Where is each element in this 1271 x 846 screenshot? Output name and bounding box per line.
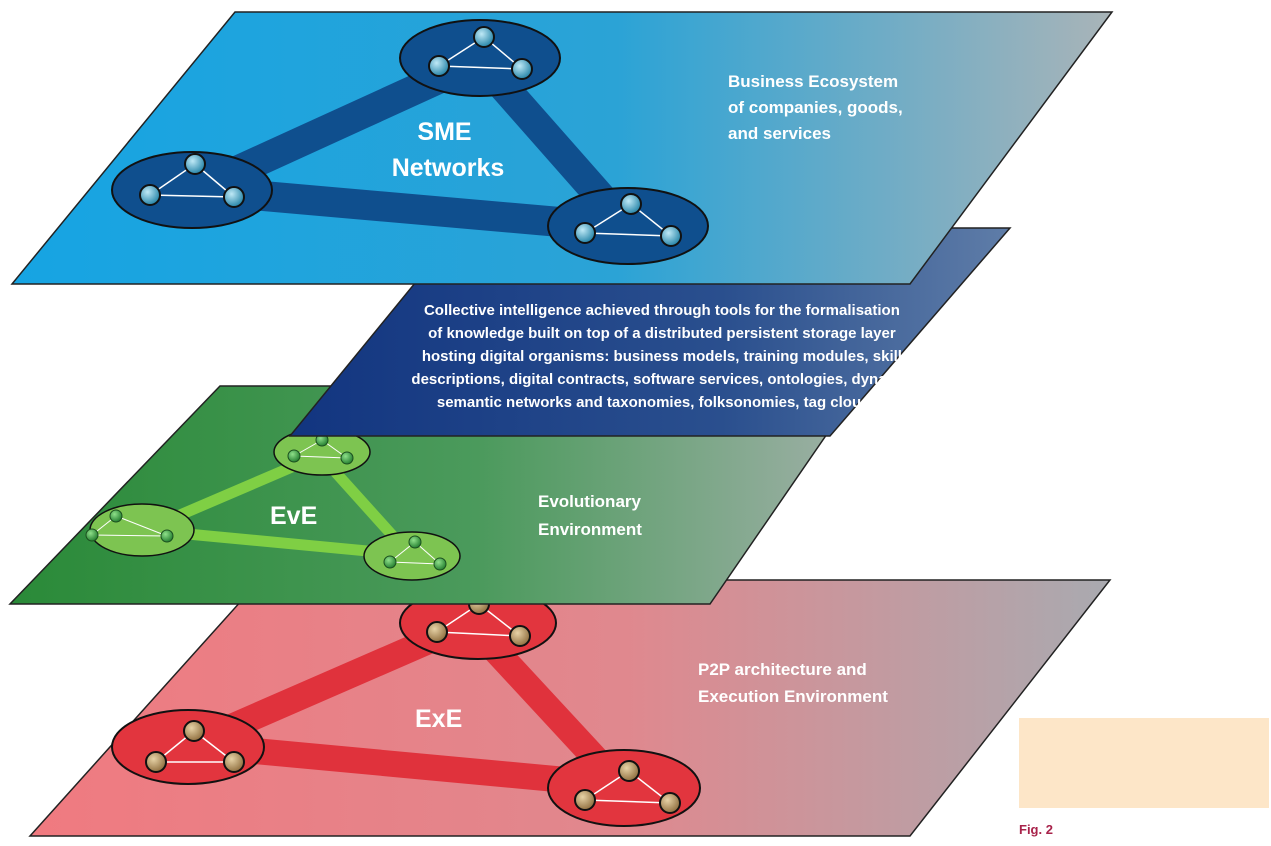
- knowledge-description: Collective intelligence achieved through…: [411, 302, 916, 411]
- evolutionary-cluster: [85, 503, 195, 557]
- evolutionary-cluster: [273, 428, 371, 476]
- execution-plane: [28, 579, 1112, 837]
- execution-side-label: P2P architecture and Execution Environme…: [698, 660, 888, 706]
- caption-box: [1019, 718, 1269, 808]
- evolutionary-layer: EvE Evolutionary Environment: [8, 385, 862, 605]
- evolutionary-network: [85, 428, 461, 581]
- business-cluster: [399, 19, 561, 97]
- business-layer: SME Networks Business Ecosystem of compa…: [10, 11, 1114, 285]
- figure-caption: Fig. 2: [1019, 822, 1053, 837]
- execution-cluster: [111, 709, 265, 785]
- business-cluster: [111, 151, 273, 229]
- business-side-label: Business Ecosystem of companies, goods, …: [728, 72, 907, 143]
- evolutionary-center-label: EvE: [270, 502, 317, 530]
- evolutionary-side-label: Evolutionary Environment: [538, 492, 646, 539]
- execution-layer: ExE P2P architecture and Execution Envir…: [28, 579, 1112, 837]
- business-cluster: [547, 187, 709, 265]
- execution-cluster: [547, 749, 701, 827]
- evolutionary-cluster: [363, 531, 461, 581]
- execution-center-label: ExE: [415, 705, 462, 733]
- business-center-label: SME Networks: [392, 118, 505, 182]
- execution-network: [111, 586, 701, 827]
- business-network: [111, 19, 709, 265]
